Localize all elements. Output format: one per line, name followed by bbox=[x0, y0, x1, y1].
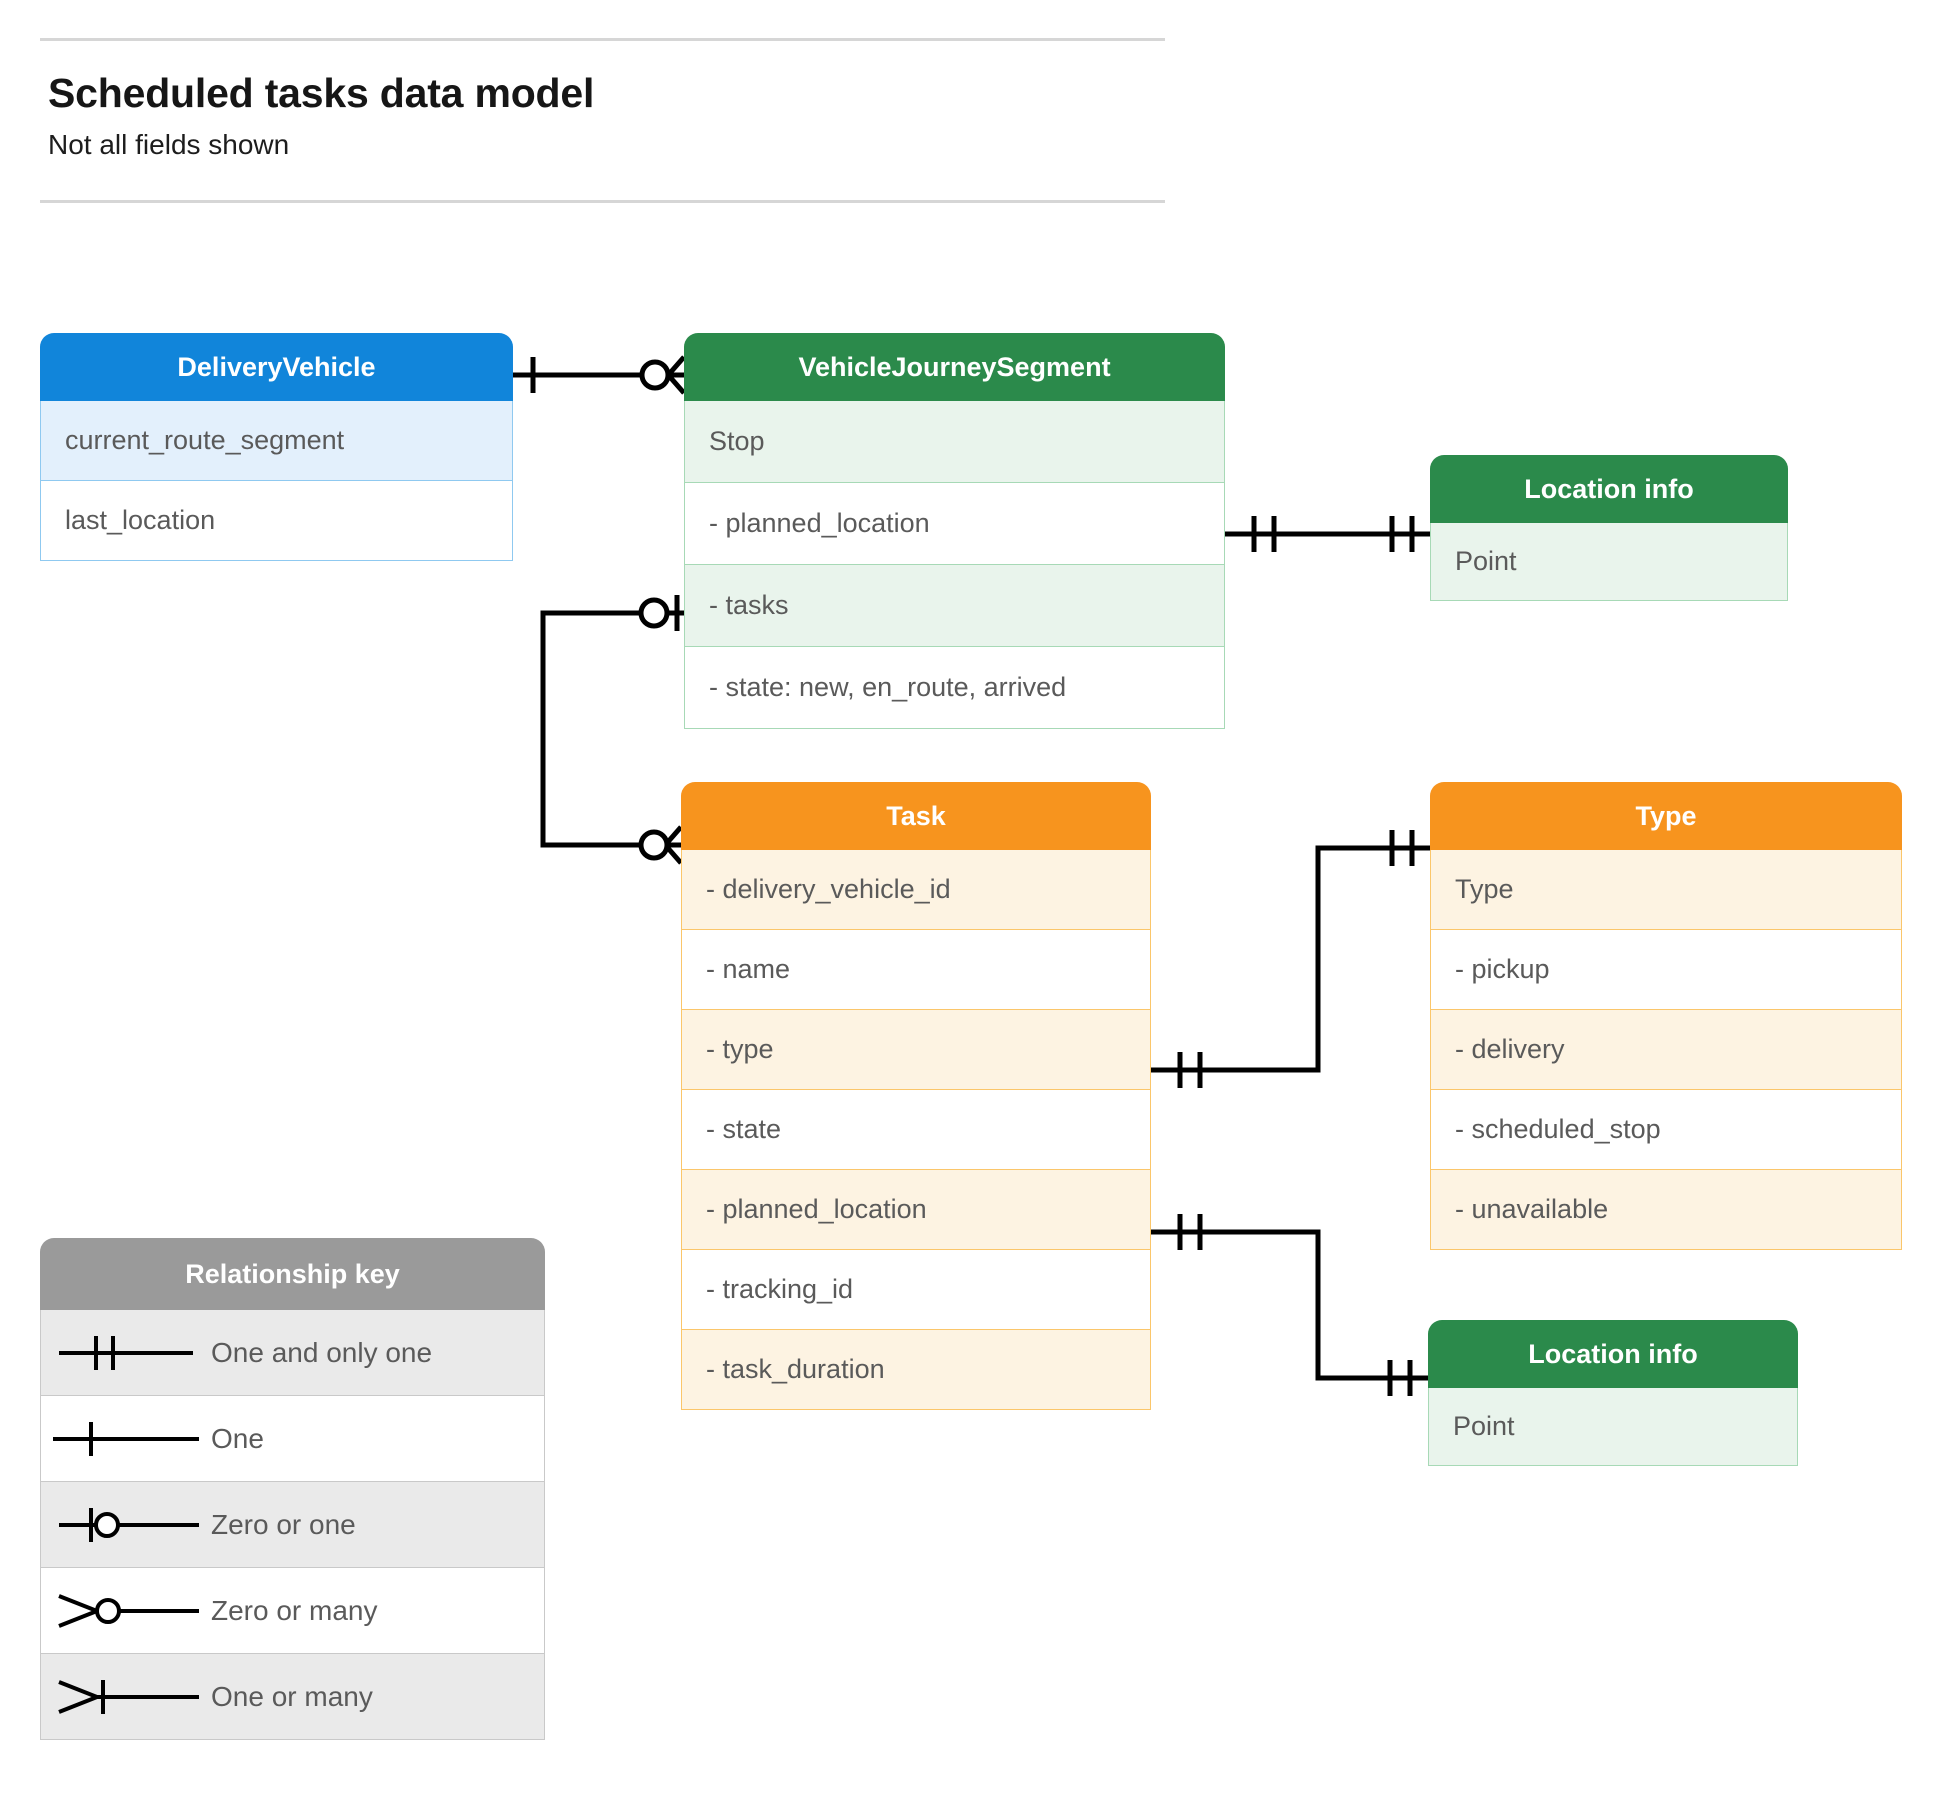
field-label: - unavailable bbox=[1455, 1194, 1609, 1224]
marker-crowsfoot bbox=[668, 355, 686, 395]
entity-title: Location info bbox=[1428, 1320, 1798, 1388]
entity-field-row[interactable]: Type bbox=[1430, 850, 1902, 930]
legend-item-label: Zero or one bbox=[211, 1508, 356, 1540]
zero-or-one-icon bbox=[41, 1500, 211, 1550]
field-label: Stop bbox=[709, 426, 765, 456]
legend-item-zero-or-many[interactable]: Zero or many bbox=[40, 1568, 545, 1654]
field-label: - state: new, en_route, arrived bbox=[709, 672, 1067, 702]
legend-item-label: One or many bbox=[211, 1680, 373, 1712]
legend-item-one-or-many[interactable]: One or many bbox=[40, 1654, 545, 1740]
entity-field-row[interactable]: - task_duration bbox=[681, 1330, 1151, 1410]
entity-field-row[interactable]: - name bbox=[681, 930, 1151, 1010]
entity-location-info-top[interactable]: Location info Point bbox=[1430, 455, 1788, 601]
legend-item-label: One bbox=[211, 1422, 264, 1454]
field-label: - pickup bbox=[1455, 954, 1550, 984]
marker-zero-circle bbox=[638, 829, 670, 861]
page-title: Scheduled tasks data model bbox=[48, 70, 595, 116]
legend-item-zero-or-one[interactable]: Zero or one bbox=[40, 1482, 545, 1568]
field-label: - task_duration bbox=[706, 1354, 885, 1384]
relationship-key-legend[interactable]: Relationship key One and only one bbox=[40, 1238, 545, 1740]
entity-type[interactable]: Type Type - pickup - delivery - schedule… bbox=[1430, 782, 1902, 1250]
entity-field-row[interactable]: - delivery_vehicle_id bbox=[681, 850, 1151, 930]
entity-title: Task bbox=[681, 782, 1151, 850]
link-task-type bbox=[1151, 845, 1430, 1073]
entity-field-row[interactable]: - planned_location bbox=[681, 1170, 1151, 1250]
entity-task[interactable]: Task - delivery_vehicle_id - name - type… bbox=[681, 782, 1151, 1410]
header-divider-bottom bbox=[40, 200, 1165, 203]
marker-zero-circle bbox=[638, 597, 670, 629]
entity-title: VehicleJourneySegment bbox=[684, 333, 1225, 401]
one-and-only-one-icon bbox=[41, 1328, 211, 1378]
entity-field-row[interactable]: - planned_location bbox=[684, 483, 1225, 565]
entity-field-row[interactable]: - unavailable bbox=[1430, 1170, 1902, 1250]
legend-item-one-and-only-one[interactable]: One and only one bbox=[40, 1310, 545, 1396]
entity-field-row[interactable]: Point bbox=[1430, 523, 1788, 601]
header-divider-top bbox=[40, 38, 1165, 41]
entity-field-row[interactable]: - tasks bbox=[684, 565, 1225, 647]
entity-vehicle-journey-segment[interactable]: VehicleJourneySegment Stop - planned_loc… bbox=[684, 333, 1225, 729]
legend-item-label: One and only one bbox=[211, 1336, 433, 1368]
entity-field-row[interactable]: current_route_segment bbox=[40, 401, 513, 481]
entity-title: DeliveryVehicle bbox=[40, 333, 513, 401]
field-label: Point bbox=[1455, 546, 1517, 576]
entity-field-row[interactable]: last_location bbox=[40, 481, 513, 561]
link-vjs-tasks-task bbox=[540, 610, 684, 848]
entity-field-row[interactable]: - delivery bbox=[1430, 1010, 1902, 1090]
page-subtitle: Not all fields shown bbox=[48, 129, 290, 160]
entity-title: Location info bbox=[1430, 455, 1788, 523]
legend-item-one[interactable]: One bbox=[40, 1396, 545, 1482]
zero-or-many-icon bbox=[41, 1586, 211, 1636]
entity-field-row[interactable]: - scheduled_stop bbox=[1430, 1090, 1902, 1170]
link-task-locationinfo bbox=[1151, 1229, 1428, 1381]
field-label: last_location bbox=[65, 505, 216, 535]
field-label: - tasks bbox=[709, 590, 789, 620]
legend-title: Relationship key bbox=[40, 1238, 545, 1310]
entity-field-row[interactable]: Stop bbox=[684, 401, 1225, 483]
field-label: - scheduled_stop bbox=[1455, 1114, 1661, 1144]
field-label: - delivery_vehicle_id bbox=[706, 874, 951, 904]
field-label: Type bbox=[1455, 874, 1514, 904]
field-label: - delivery bbox=[1455, 1034, 1565, 1064]
entity-field-row[interactable]: - pickup bbox=[1430, 930, 1902, 1010]
entity-field-row[interactable]: - type bbox=[681, 1010, 1151, 1090]
field-label: Point bbox=[1453, 1411, 1515, 1441]
field-label: - name bbox=[706, 954, 791, 984]
field-label: current_route_segment bbox=[65, 425, 345, 455]
legend-item-label: Zero or many bbox=[211, 1594, 378, 1626]
entity-location-info-bottom[interactable]: Location info Point bbox=[1428, 1320, 1798, 1466]
one-icon bbox=[41, 1414, 211, 1464]
entity-field-row[interactable]: - state: new, en_route, arrived bbox=[684, 647, 1225, 729]
entity-field-row[interactable]: Point bbox=[1428, 1388, 1798, 1466]
one-or-many-icon bbox=[41, 1672, 211, 1722]
entity-delivery-vehicle[interactable]: DeliveryVehicle current_route_segment la… bbox=[40, 333, 513, 561]
marker-zero-circle bbox=[639, 359, 671, 391]
field-label: - type bbox=[706, 1034, 774, 1064]
entity-field-row[interactable]: - tracking_id bbox=[681, 1250, 1151, 1330]
field-label: - state bbox=[706, 1114, 782, 1144]
entity-title: Type bbox=[1430, 782, 1902, 850]
entity-field-row[interactable]: - state bbox=[681, 1090, 1151, 1170]
field-label: - tracking_id bbox=[706, 1274, 854, 1304]
field-label: - planned_location bbox=[706, 1194, 927, 1224]
field-label: - planned_location bbox=[709, 508, 930, 538]
marker-crowsfoot bbox=[665, 825, 683, 865]
